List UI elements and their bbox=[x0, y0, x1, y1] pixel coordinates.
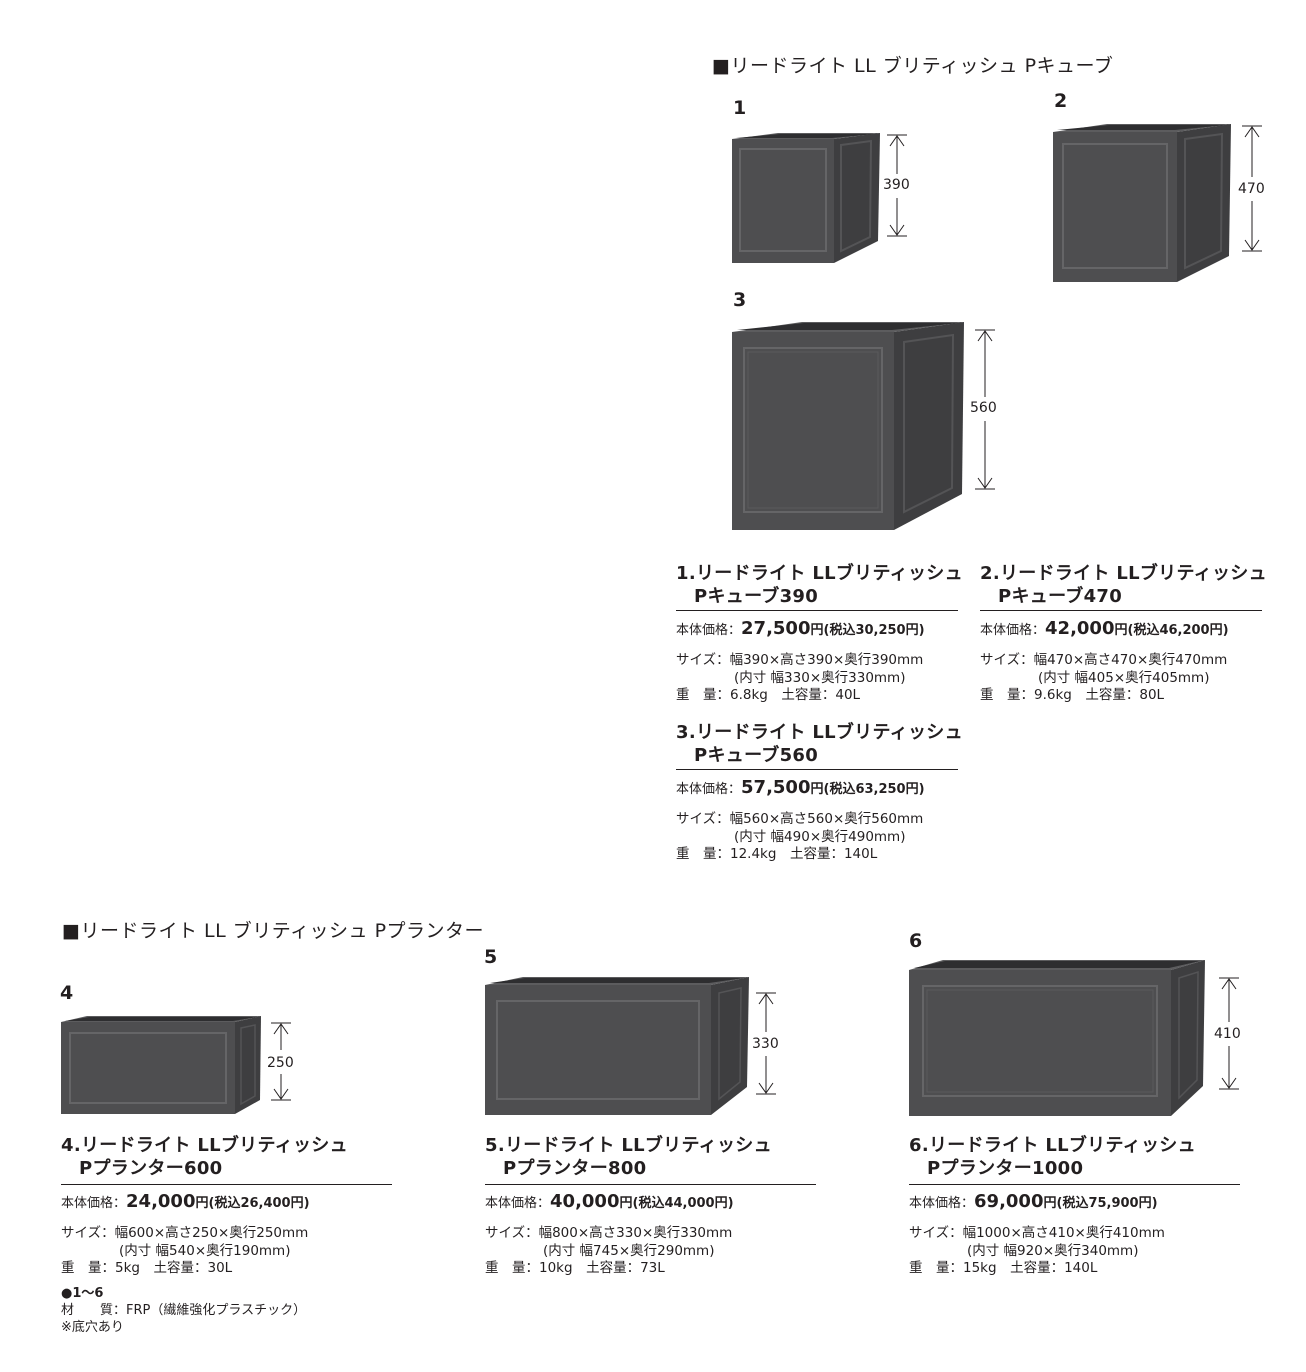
height-arrow-2 bbox=[1242, 125, 1262, 252]
product-image-planter-600 bbox=[61, 1016, 261, 1114]
product-info-6: 6.リードライト LLブリティッシュ Pプランター1000 bbox=[909, 1134, 1196, 1180]
item-number-2: 2 bbox=[1054, 90, 1068, 112]
height-arrow-4 bbox=[271, 1022, 291, 1101]
price-line-6: 本体価格：69,000円(税込75,900円) bbox=[909, 1191, 1158, 1212]
product-name: 4.リードライト LLブリティッシュ Pプランター600 bbox=[61, 1135, 348, 1179]
height-arrow-5 bbox=[756, 992, 776, 1095]
product-image-cube-470 bbox=[1053, 124, 1231, 282]
product-name: 2.リードライト LLブリティッシュ Pキューブ470 bbox=[980, 563, 1267, 607]
height-label-4: 250 bbox=[267, 1055, 294, 1071]
divider-1 bbox=[676, 610, 958, 611]
product-info-4: 4.リードライト LLブリティッシュ Pプランター600 bbox=[61, 1134, 348, 1180]
height-label-3: 560 bbox=[970, 400, 997, 416]
product-name: 5.リードライト LLブリティッシュ Pプランター800 bbox=[485, 1135, 772, 1179]
height-arrow-6 bbox=[1219, 977, 1239, 1090]
divider-6 bbox=[909, 1184, 1240, 1185]
item-number-6: 6 bbox=[909, 930, 923, 952]
divider-4 bbox=[61, 1184, 392, 1185]
material-notes: ●1〜6 材 質：FRP（繊維強化プラスチック） ※底穴あり bbox=[61, 1285, 306, 1336]
height-label-2: 470 bbox=[1238, 181, 1265, 197]
spec-block-3: サイズ：幅560×高さ560×奥行560mm (内寸 幅490×奥行490mm)… bbox=[676, 811, 924, 862]
item-number-5: 5 bbox=[484, 946, 498, 968]
spec-block-5: サイズ：幅800×高さ330×奥行330mm (内寸 幅745×奥行290mm)… bbox=[485, 1225, 733, 1276]
spec-block-2: サイズ：幅470×高さ470×奥行470mm (内寸 幅405×奥行405mm)… bbox=[980, 652, 1228, 703]
product-name: 1.リードライト LLブリティッシュ Pキューブ390 bbox=[676, 563, 963, 607]
product-image-planter-800 bbox=[485, 977, 749, 1115]
product-image-cube-560 bbox=[732, 322, 964, 530]
divider-2 bbox=[980, 610, 1262, 611]
price-line-5: 本体価格：40,000円(税込44,000円) bbox=[485, 1191, 734, 1212]
spec-block-4: サイズ：幅600×高さ250×奥行250mm (内寸 幅540×奥行190mm)… bbox=[61, 1225, 309, 1276]
divider-5 bbox=[485, 1184, 816, 1185]
notes-range: ●1〜6 bbox=[61, 1286, 104, 1301]
cube-section-title: ■リードライト LL ブリティッシュ Pキューブ bbox=[712, 55, 1114, 77]
height-arrow-3 bbox=[975, 329, 995, 490]
height-label-1: 390 bbox=[883, 177, 910, 193]
price-line-1: 本体価格：27,500円(税込30,250円) bbox=[676, 618, 925, 639]
price-line-4: 本体価格：24,000円(税込26,400円) bbox=[61, 1191, 310, 1212]
item-number-1: 1 bbox=[733, 97, 747, 119]
notes-drain: ※底穴あり bbox=[61, 1320, 124, 1335]
product-info-1: 1.リードライト LLブリティッシュ Pキューブ390 bbox=[676, 562, 963, 608]
price-line-2: 本体価格：42,000円(税込46,200円) bbox=[980, 618, 1229, 639]
height-arrow-1 bbox=[887, 134, 907, 237]
notes-material: 材 質：FRP（繊維強化プラスチック） bbox=[61, 1303, 307, 1318]
item-number-4: 4 bbox=[60, 982, 74, 1004]
height-label-6: 410 bbox=[1214, 1026, 1241, 1042]
product-info-3: 3.リードライト LLブリティッシュ Pキューブ560 bbox=[676, 721, 963, 767]
item-number-3: 3 bbox=[733, 289, 747, 311]
divider-3 bbox=[676, 769, 958, 770]
price-line-3: 本体価格：57,500円(税込63,250円) bbox=[676, 777, 925, 798]
product-name: 6.リードライト LLブリティッシュ Pプランター1000 bbox=[909, 1135, 1196, 1179]
height-label-5: 330 bbox=[752, 1036, 779, 1052]
planter-section-title: ■リードライト LL ブリティッシュ Pプランター bbox=[62, 920, 485, 942]
product-image-cube-390 bbox=[732, 133, 880, 263]
spec-block-1: サイズ：幅390×高さ390×奥行390mm (内寸 幅330×奥行330mm)… bbox=[676, 652, 924, 703]
product-info-5: 5.リードライト LLブリティッシュ Pプランター800 bbox=[485, 1134, 772, 1180]
spec-block-6: サイズ：幅1000×高さ410×奥行410mm (内寸 幅920×奥行340mm… bbox=[909, 1225, 1165, 1276]
product-image-planter-1000 bbox=[909, 960, 1205, 1116]
product-name: 3.リードライト LLブリティッシュ Pキューブ560 bbox=[676, 722, 963, 766]
product-info-2: 2.リードライト LLブリティッシュ Pキューブ470 bbox=[980, 562, 1267, 608]
